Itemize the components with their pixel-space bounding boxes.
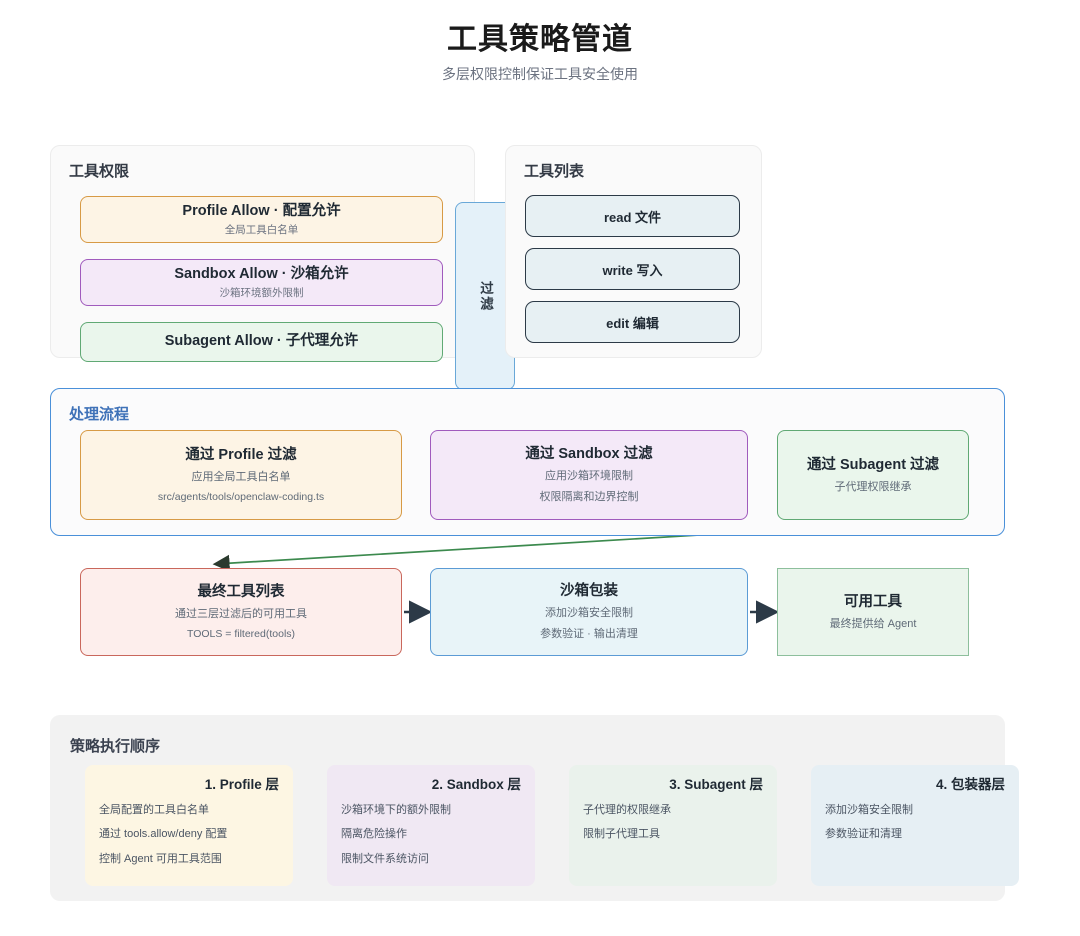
tool-list-item-read[interactable]: read 文件 xyxy=(525,195,740,237)
policy-card-item: 参数验证和清理 xyxy=(825,828,902,841)
flow-step-line1: 应用全局工具白名单 xyxy=(191,470,291,483)
output-box-sandbox-wrapper[interactable]: 沙箱包装 添加沙箱安全限制 参数验证 · 输出清理 xyxy=(430,568,748,656)
policy-card-item: 隔离危险操作 xyxy=(341,828,407,841)
output-box-line1: 最终提供给 Agent xyxy=(829,617,917,630)
permission-row-profile[interactable]: Profile Allow · 配置允许 全局工具白名单 xyxy=(80,196,443,243)
policy-card-subagent: 3. Subagent 层 子代理的权限继承 限制子代理工具 xyxy=(569,765,777,886)
permission-row-title: Sandbox Allow · 沙箱允许 xyxy=(174,265,349,282)
output-box-title: 可用工具 xyxy=(844,593,902,610)
flow-step-title: 通过 Sandbox 过滤 xyxy=(525,446,653,463)
page-subtitle: 多层权限控制保证工具安全使用 xyxy=(442,66,638,82)
flow-step-title: 通过 Profile 过滤 xyxy=(185,446,297,463)
policy-card-item: 通过 tools.allow/deny 配置 xyxy=(99,828,228,841)
policy-card-sandbox: 2. Sandbox 层 沙箱环境下的额外限制 隔离危险操作 限制文件系统访问 xyxy=(327,765,535,886)
policy-card-title: 4. 包装器层 xyxy=(935,777,1005,792)
permission-row-sandbox[interactable]: Sandbox Allow · 沙箱允许 沙箱环境额外限制 xyxy=(80,259,443,306)
output-box-line1: 添加沙箱安全限制 xyxy=(545,607,633,620)
policy-card-item: 子代理的权限继承 xyxy=(583,804,671,817)
flow-step-path: src/agents/tools/openclaw-coding.ts xyxy=(157,491,325,504)
tool-list-item-write[interactable]: write 写入 xyxy=(525,248,740,290)
permission-row-sub: 全局工具白名单 xyxy=(224,223,299,236)
flow-step-title: 通过 Subagent 过滤 xyxy=(806,456,940,473)
policy-card-title: 3. Subagent 层 xyxy=(669,777,763,792)
process-flow-title: 处理流程 xyxy=(69,406,130,423)
policy-card-item: 添加沙箱安全限制 xyxy=(825,804,913,817)
policy-card-wrapper: 4. 包装器层 添加沙箱安全限制 参数验证和清理 xyxy=(811,765,1019,886)
permission-row-title: Profile Allow · 配置允许 xyxy=(182,202,341,219)
permission-row-subagent[interactable]: Subagent Allow · 子代理允许 xyxy=(80,322,443,362)
policy-card-item: 全局配置的工具白名单 xyxy=(99,804,209,817)
flow-step-line1: 应用沙箱环境限制 xyxy=(545,470,633,483)
policy-card-item: 沙箱环境下的额外限制 xyxy=(341,804,451,817)
policy-card-profile: 1. Profile 层 全局配置的工具白名单 通过 tools.allow/d… xyxy=(85,765,293,886)
output-box-final-tool-list[interactable]: 最终工具列表 通过三层过滤后的可用工具 TOOLS = filtered(too… xyxy=(80,568,402,656)
output-box-title: 沙箱包装 xyxy=(560,583,618,600)
filter-bar-label: 过滤 xyxy=(478,280,493,312)
output-box-title: 最终工具列表 xyxy=(197,583,285,600)
flow-step-sandbox[interactable]: 通过 Sandbox 过滤 应用沙箱环境限制 权限隔离和边界控制 xyxy=(430,430,748,520)
policy-card-item: 限制文件系统访问 xyxy=(341,852,429,865)
policy-card-title: 1. Profile 层 xyxy=(204,777,279,792)
policy-card-item: 控制 Agent 可用工具范围 xyxy=(99,852,222,865)
tool-list-title: 工具列表 xyxy=(524,163,585,180)
tool-permissions-title: 工具权限 xyxy=(69,163,130,180)
permission-row-title: Subagent Allow · 子代理允许 xyxy=(164,333,359,350)
flow-step-subagent[interactable]: 通过 Subagent 过滤 子代理权限继承 xyxy=(777,430,969,520)
policy-card-title: 2. Sandbox 层 xyxy=(431,777,521,792)
permission-row-sub: 沙箱环境额外限制 xyxy=(219,286,304,299)
flow-step-profile[interactable]: 通过 Profile 过滤 应用全局工具白名单 src/agents/tools… xyxy=(80,430,402,520)
output-box-available-tools[interactable]: 可用工具 最终提供给 Agent xyxy=(777,568,969,656)
flow-step-line2: 权限隔离和边界控制 xyxy=(539,491,639,504)
policy-order-title: 策略执行顺序 xyxy=(70,738,161,755)
tool-list-item-edit[interactable]: edit 编辑 xyxy=(525,301,740,343)
output-box-line2: 参数验证 · 输出清理 xyxy=(540,628,638,641)
policy-card-item: 限制子代理工具 xyxy=(583,828,660,841)
output-box-line1: 通过三层过滤后的可用工具 xyxy=(175,607,307,620)
flow-step-line1: 子代理权限继承 xyxy=(834,480,912,493)
page-title: 工具策略管道 xyxy=(447,23,633,56)
output-box-line2: TOOLS = filtered(tools) xyxy=(186,628,296,641)
